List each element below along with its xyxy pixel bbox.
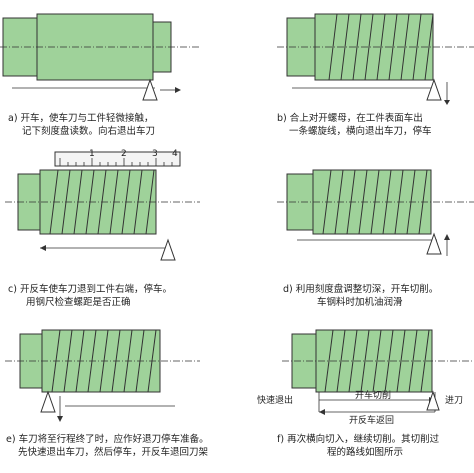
- arrow-head-icon: [444, 100, 450, 105]
- panel-c: 1 c) 开反车使车刀退到工件右端，停车。 用钢尺检查螺距是否正确: [0, 148, 237, 308]
- panel-f: 快速退出 进刀 开车切削 开反车返回 f) 再次横向切入，继续切削。其切削过 程…: [237, 316, 474, 473]
- arrow-head-icon: [57, 416, 63, 422]
- panel-a: a) 开车，使车刀与工件轻微接触， 记下刻度盘读数。向右退出车刀: [0, 0, 237, 157]
- ruler-ticks: [59, 158, 173, 166]
- label-feed: 进刀: [445, 396, 464, 406]
- label-retract: 快速退出: [257, 396, 294, 406]
- ruler-tick-label: 4: [172, 149, 178, 159]
- ruler-tick-label: 3: [152, 149, 158, 159]
- steel-ruler: [54, 151, 181, 167]
- arrow-head-icon: [40, 245, 46, 251]
- caption-c-line2: 用钢尺检查螺距是否正确: [26, 297, 131, 308]
- cutting-tool: [426, 78, 442, 101]
- panel-e: e) 车刀将至行程终了时，应作好退刀停车准备。 先快速退出车刀，然后停车，开反车…: [0, 316, 237, 473]
- thread-grooves: [51, 329, 157, 393]
- arrow-head-icon: [444, 234, 450, 240]
- caption-a-line1: a) 开车，使车刀与工件轻微接触，: [8, 113, 154, 124]
- thread-grooves: [324, 329, 430, 393]
- thread-grooves: [322, 169, 428, 235]
- arrow-head-icon: [175, 87, 181, 93]
- caption-b-line1: b) 合上对开螺母，在工件表面车出: [277, 113, 423, 124]
- caption-f-line2: 程的路线如图所示: [327, 447, 404, 458]
- cutting-tool: [40, 390, 56, 413]
- caption-d-line2: 车钢料时加机油润滑: [317, 297, 403, 308]
- label-cut: 开车切削: [355, 391, 392, 401]
- diagram-f: [282, 329, 474, 415]
- caption-e-line2: 先快速退出车刀，然后停车，开反车退回刀架: [18, 447, 209, 458]
- cutting-tool: [142, 78, 158, 101]
- ruler-tick-label: 2: [121, 149, 127, 159]
- helix-line: [328, 13, 434, 81]
- caption-e-line1: e) 车刀将至行程终了时，应作好退刀停车准备。: [6, 434, 209, 445]
- cutting-tool: [426, 232, 442, 255]
- diagram-d: [277, 169, 474, 256]
- panel-d: d) 利用刻度盘调整切深，开车切削。 车钢料时加机油润滑: [237, 148, 474, 308]
- caption-c-line1: c) 开反车使车刀退到工件右端，停车。: [8, 284, 172, 295]
- caption-d-line1: d) 利用刻度盘调整切深，开车切削。: [283, 284, 439, 295]
- ruler-tick-label: 1: [89, 149, 95, 159]
- diagram-b: [277, 13, 474, 105]
- helix-line: [49, 169, 155, 235]
- cutting-tool: [160, 238, 176, 261]
- diagram-c: [5, 151, 200, 261]
- caption-a-line2: 记下刻度盘读数。向右退出车刀: [22, 126, 156, 137]
- arrow-head-icon: [319, 409, 325, 415]
- label-return: 开反车返回: [349, 416, 395, 426]
- diagram-a: [0, 13, 200, 101]
- panel-b: b) 合上对开螺母，在工件表面车出 一条螺旋线，横向退出车刀，停车: [237, 0, 474, 157]
- diagram-e: [5, 329, 200, 422]
- chuck: [2, 17, 38, 77]
- cutting-tool: [426, 390, 440, 411]
- caption-b-line2: 一条螺旋线，横向退出车刀，停车: [289, 126, 432, 137]
- caption-f-line1: f) 再次横向切入，继续切削。其切削过: [277, 434, 440, 445]
